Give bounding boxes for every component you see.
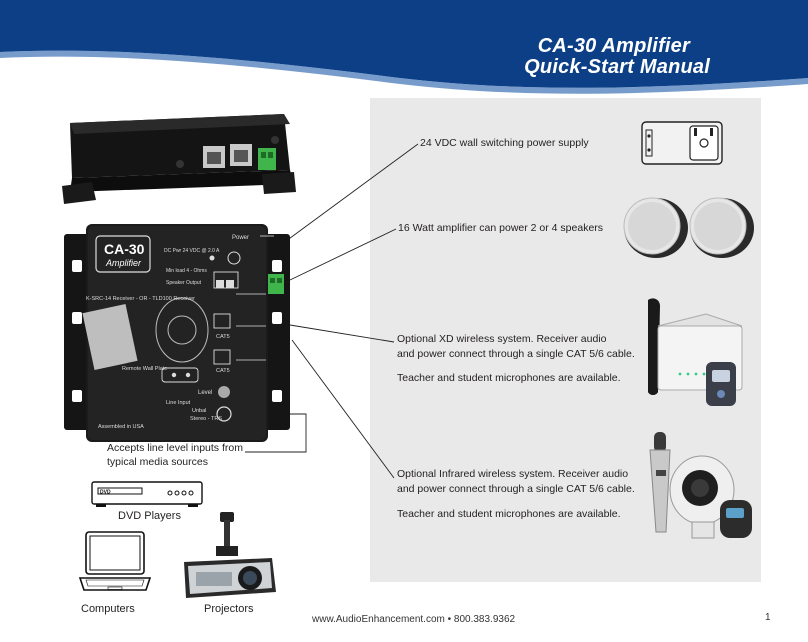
power-supply-caption: 24 VDC wall switching power supply xyxy=(420,137,589,149)
device-receiver-label: K-SRC-14 Receiver - OR - TLD100 Receiver xyxy=(86,296,195,302)
device-level-label: Level xyxy=(198,390,212,396)
xd-system-caption-line3: Teacher and student microphones are avai… xyxy=(397,372,621,384)
device-dc-power-label: DC Pwr 24 VDC @ 2.0 A xyxy=(164,248,220,254)
projectors-label: Projectors xyxy=(204,603,254,615)
device-speaker-output-label: Speaker Output xyxy=(166,280,202,286)
device-min-load-label: Min load 4 - Ohms xyxy=(166,268,207,274)
device-stereo-trs-label: Stereo - TRS xyxy=(190,416,222,422)
xd-wireless-system-image xyxy=(648,298,743,406)
device-remote-wall-plate-label: Remote Wall Plate xyxy=(122,366,167,372)
amplifier-top-photo: CA-30 Amplifier Power DC Pwr 24 VDC @ 2.… xyxy=(64,224,290,442)
device-model-label: CA-30 xyxy=(104,241,145,257)
device-line-input-label: Line Input xyxy=(166,400,191,406)
amplifier-rear-photo xyxy=(62,114,296,204)
device-model-sub-label: Amplifier xyxy=(105,258,142,268)
page-title-line2: Quick-Start Manual xyxy=(524,56,710,78)
dvd-player-image: DVD xyxy=(91,481,203,507)
amplifier-power-caption: 16 Watt amplifier can power 2 or 4 speak… xyxy=(398,222,604,234)
ir-system-caption-line1: Optional Infrared wireless system. Recei… xyxy=(397,468,629,480)
line-inputs-caption-line2: typical media sources xyxy=(107,456,208,468)
ceiling-speakers-image xyxy=(623,197,754,258)
projector-image xyxy=(184,512,276,598)
ir-system-caption-line3: Teacher and student microphones are avai… xyxy=(397,508,621,520)
infrared-wireless-system-image xyxy=(649,432,752,539)
page-number: 1 xyxy=(765,612,771,623)
device-unbal-label: Unbal xyxy=(192,408,206,414)
header-banner xyxy=(0,0,808,94)
dvd-players-label: DVD Players xyxy=(118,510,181,522)
xd-system-caption-line1: Optional XD wireless system. Receiver au… xyxy=(397,333,607,345)
laptop-computer-image xyxy=(78,531,152,591)
device-power-label: Power xyxy=(232,235,249,241)
device-cat5-label-a: CAT5 xyxy=(216,334,230,340)
computers-label: Computers xyxy=(81,603,135,615)
footer-contact: www.AudioEnhancement.com • 800.383.9362 xyxy=(312,614,516,625)
xd-system-caption-line2: and power connect through a single CAT 5… xyxy=(397,348,635,360)
ir-system-caption-line2: and power connect through a single CAT 5… xyxy=(397,483,635,495)
dvd-logo-label: DVD xyxy=(100,490,111,496)
page-title-line1: CA-30 Amplifier xyxy=(537,35,690,57)
line-inputs-caption-line1: Accepts line level inputs from xyxy=(107,442,243,454)
device-cat5-label-b: CAT5 xyxy=(216,368,230,374)
power-supply-image xyxy=(641,121,723,165)
device-assembled-label: Assembled in USA xyxy=(98,424,144,430)
